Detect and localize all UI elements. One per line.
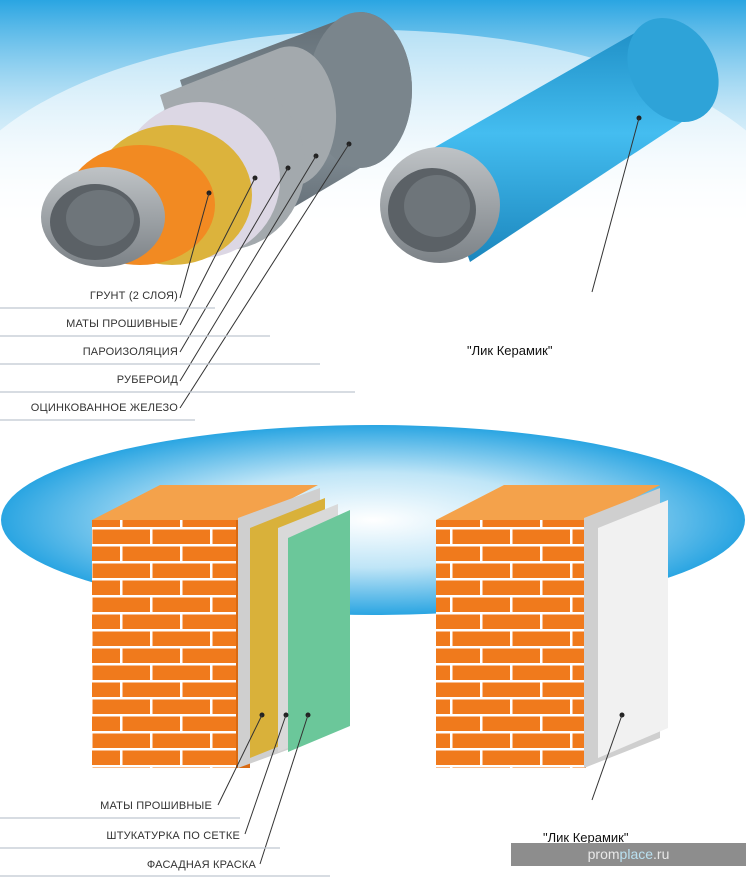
- label-primer: ГРУНТ (2 СЛОЯ): [89, 290, 178, 302]
- ceramic-end: [627, 17, 719, 123]
- ceramic-coat-face: [598, 500, 668, 758]
- ceramic-pipe: [380, 17, 719, 317]
- pipe-inner-shade: [66, 190, 134, 246]
- layered-pipe: [41, 12, 412, 267]
- label-roofing: РУБЕРОИД: [116, 374, 178, 386]
- brick-front-2: [436, 520, 586, 768]
- watermark-suffix: .ru: [653, 846, 670, 862]
- watermark: promplace.ru: [511, 843, 746, 866]
- ceramic-pipe-inner-shade: [404, 175, 470, 237]
- label-galvanized: ОЦИНКОВАННОЕ ЖЕЛЕЗО: [30, 402, 178, 414]
- brick-wall-ceramic: [436, 485, 668, 801]
- brick-wall-layered: [0, 485, 350, 877]
- label-plaster: ШТУКАТУРКА ПО СЕТКЕ: [106, 830, 240, 842]
- label-mats-top: МАТЫ ПРОШИВНЫЕ: [66, 318, 178, 330]
- watermark-prefix: prom: [587, 846, 620, 862]
- caption-top-right: "Лик Керамик": [467, 343, 553, 358]
- watermark-accent: place: [619, 846, 654, 862]
- brick-front: [92, 520, 250, 768]
- caption-bottom-right: "Лик Керамик": [543, 830, 629, 845]
- label-mats-bottom: МАТЫ ПРОШИВНЫЕ: [100, 800, 212, 812]
- paint-layer: [288, 510, 350, 752]
- top-left-pointers: [0, 141, 355, 421]
- label-vapor: ПАРОИЗОЛЯЦИЯ: [82, 346, 178, 358]
- label-paint: ФАСАДНАЯ КРАСКА: [146, 859, 256, 871]
